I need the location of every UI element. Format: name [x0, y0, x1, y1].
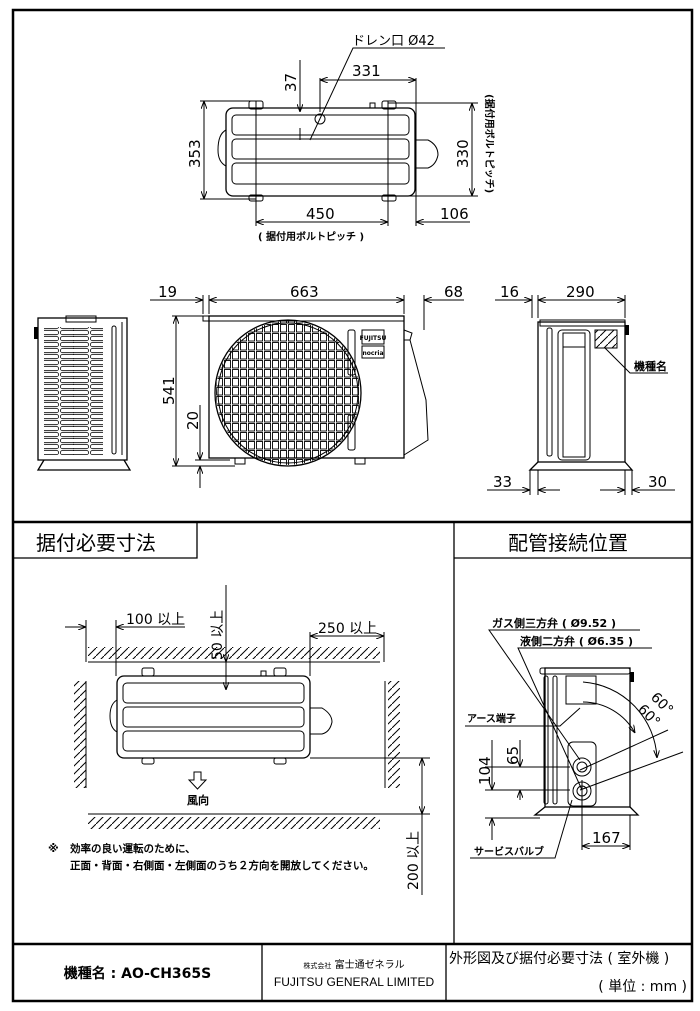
company-name-jp: 富士通ゼネラル: [334, 960, 405, 971]
dim-37: 37: [282, 73, 300, 92]
piping-diagram: [465, 629, 684, 859]
liquid-valve-label: 液側二方弁 ( Ø6.35 ): [520, 634, 633, 648]
earth-terminal-label: アース端子: [467, 712, 516, 725]
dim-104: 104: [476, 756, 494, 785]
drawing-title: 外形図及び据付必要寸法 ( 室外機 ): [449, 951, 670, 967]
dim-33: 33: [493, 473, 512, 491]
top-view: [200, 47, 478, 226]
model-name-label: 機種名: [634, 359, 667, 373]
dim-541: 541: [160, 376, 178, 405]
dim-65: 65: [504, 746, 522, 765]
series-logo: nocria: [362, 350, 383, 357]
dim-30: 30: [648, 473, 667, 491]
right-side-view: [487, 295, 675, 495]
left-side-view: [34, 315, 132, 471]
dim-330: 330: [454, 139, 472, 168]
company-prefix: 株式会社: [303, 962, 332, 970]
dim-50: 50 以上: [210, 610, 226, 660]
bolt-pitch-vertical: (据付用ボルトピッチ): [483, 94, 496, 193]
dim-290: 290: [566, 283, 595, 301]
note-line-1: 効率の良い運転のために、: [70, 842, 196, 855]
company-block: 株式会社 富士通ゼネラル FUJITSU GENERAL LIMITED: [263, 945, 445, 1000]
unit-label: ( 単位 : mm ): [598, 979, 687, 995]
company-name-en: FUJITSU GENERAL LIMITED: [273, 975, 435, 989]
dim-200: 200 以上: [406, 831, 422, 890]
installation-heading-box: [13, 522, 198, 559]
model-name: 機種名 : AO-CH365S: [63, 965, 212, 982]
installation-heading: 据付必要寸法: [36, 531, 156, 555]
service-valve-label: サービスバルブ: [474, 845, 544, 858]
gas-valve-label: ガス側三方弁 ( Ø9.52 ): [492, 616, 616, 630]
wind-direction-label: 風向: [187, 793, 209, 807]
brand-logo: FUJITSU: [360, 335, 387, 342]
dim-16: 16: [500, 283, 519, 301]
dim-20: 20: [184, 411, 202, 430]
drain-label: ドレン口 Ø42: [352, 34, 435, 49]
dim-353: 353: [186, 139, 204, 168]
dim-331: 331: [352, 62, 381, 80]
dim-450: 450: [306, 205, 335, 223]
bolt-pitch-label: ( 据付用ボルトピッチ ): [258, 230, 364, 243]
dim-250: 250 以上: [318, 621, 377, 637]
dim-663: 663: [290, 283, 319, 301]
dim-167: 167: [592, 829, 621, 847]
front-view: FUJITSU nocria: [150, 295, 464, 488]
dim-100: 100 以上: [126, 612, 185, 628]
drawing-frame: [11, 8, 694, 1003]
dim-19: 19: [158, 283, 177, 301]
note-mark: ※: [48, 842, 59, 855]
installation-diagram: [65, 585, 430, 895]
dim-68: 68: [444, 283, 463, 301]
dim-106: 106: [440, 205, 469, 223]
note-line-2: 正面・背面・右側面・左側面のうち２方向を開放してください。: [70, 859, 374, 872]
piping-heading: 配管接続位置: [508, 531, 628, 555]
